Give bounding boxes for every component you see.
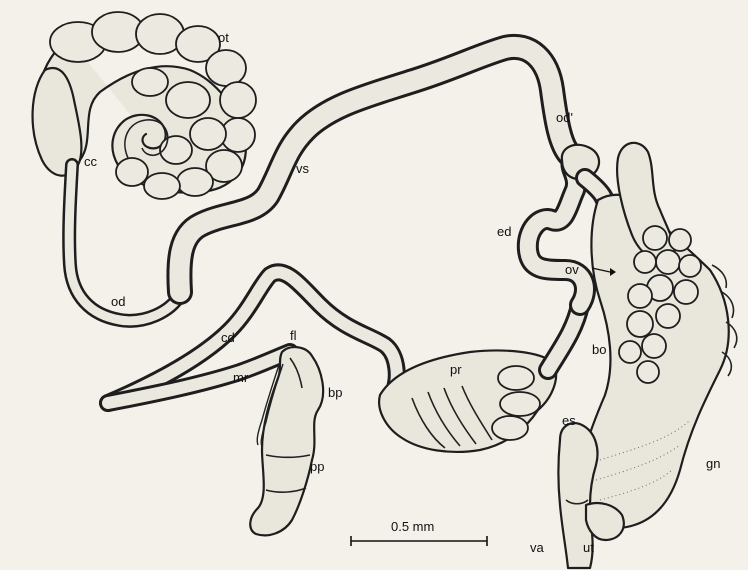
- label-bp: bp: [328, 385, 342, 400]
- scale-bar: 0.5 mm: [351, 519, 487, 546]
- label-fl: fl: [290, 328, 297, 343]
- label-ot: ot: [218, 30, 229, 45]
- label-mr: mr: [233, 370, 249, 385]
- label-od: od: [111, 294, 125, 309]
- label-pr: pr: [450, 362, 462, 377]
- vas-deferens: [108, 272, 397, 403]
- label-ut: ut: [583, 540, 594, 555]
- label-cd: cd: [221, 330, 235, 345]
- label-ed: ed: [497, 224, 511, 239]
- scale-bar-label: 0.5 mm: [391, 519, 434, 534]
- penis: [250, 347, 323, 535]
- label-bo: bo: [592, 342, 606, 357]
- label-ov: ov: [565, 262, 579, 277]
- prostate-gland: [379, 305, 580, 452]
- label-es: es: [562, 413, 576, 428]
- label-va: va: [530, 540, 545, 555]
- label-cc: cc: [84, 154, 98, 169]
- label-vs: vs: [296, 161, 310, 176]
- label-gn: gn: [706, 456, 720, 471]
- label-od-prime: od': [556, 110, 573, 125]
- label-pp: pp: [310, 459, 324, 474]
